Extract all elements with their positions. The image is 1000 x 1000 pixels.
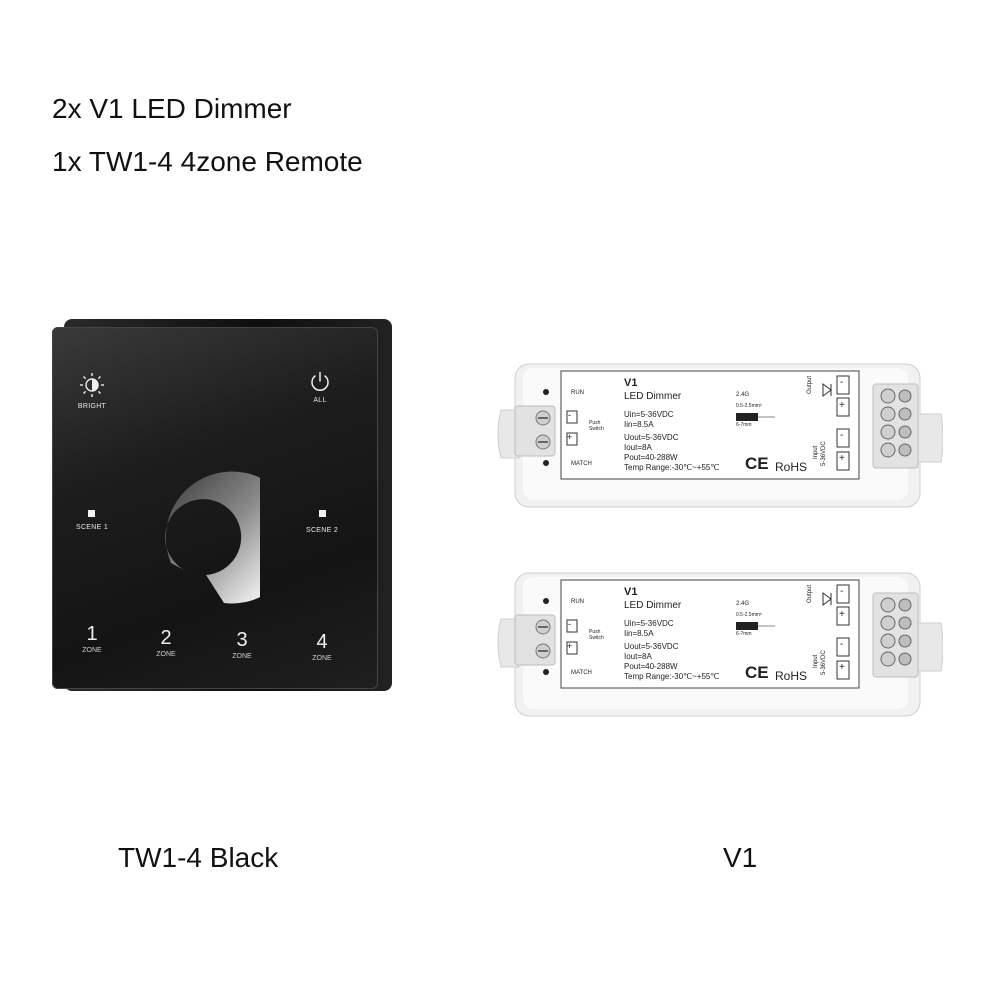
iin-spec: Iin=8.5A: [624, 420, 654, 429]
tw1-4-remote-panel: BRIGHT ALL SCENE 1 SCENE 2 1 ZONE 2: [52, 319, 392, 691]
push-plus-label: +: [567, 641, 573, 651]
bright-label: BRIGHT: [77, 403, 107, 410]
input-voltage-label: 5-36VDC: [821, 650, 827, 675]
rohs-mark: RoHS: [775, 460, 808, 474]
push-plus-label: +: [567, 432, 573, 442]
module-housing: [497, 572, 943, 717]
scene1-label[interactable]: SCENE 1: [75, 524, 109, 531]
module-name: LED Dimmer: [624, 391, 682, 402]
remote-caption: TW1-4 Black: [118, 842, 279, 873]
zone-3-number[interactable]: 3: [236, 629, 248, 651]
uout-spec: Uout=5-36VDC: [624, 433, 679, 442]
input-minus-label: -: [840, 430, 844, 441]
zone-2-number[interactable]: 2: [160, 627, 172, 649]
input-label: Input: [813, 445, 819, 459]
input-label: Input: [813, 654, 819, 668]
uout-spec: Uout=5-36VDC: [624, 642, 679, 651]
output-plus-label: +: [839, 609, 845, 620]
v1-dimmer-module: V1 LED Dimmer RUN MATCH Push Switch Uin=…: [493, 358, 943, 518]
run-label: RUN: [571, 390, 584, 396]
module-caption: V1: [723, 842, 758, 873]
power-icon: [311, 371, 329, 391]
iout-spec: Iout=8A: [624, 443, 652, 452]
strip-length-label: 6-7mm: [736, 422, 752, 428]
panel-face: BRIGHT ALL SCENE 1 SCENE 2 1 ZONE 2: [52, 327, 378, 689]
zone-4-number[interactable]: 4: [316, 631, 328, 653]
frequency-label: 2.4G: [736, 392, 750, 398]
wire-gauge-label: 0.5-2.5mm²: [736, 403, 762, 409]
module-model: V1: [624, 586, 638, 598]
module-housing: [497, 363, 943, 508]
uin-spec: Uin=5-36VDC: [624, 410, 674, 419]
module-model: V1: [624, 377, 638, 389]
pout-spec: Pout=40-288W: [624, 662, 678, 671]
temp-range-spec: Temp Range:-30℃~+55℃: [624, 463, 720, 472]
output-plus-label: +: [839, 400, 845, 411]
scene2-dot-icon: [319, 510, 326, 517]
push-minus-label: -: [568, 410, 571, 420]
input-minus-label: -: [840, 639, 844, 650]
headline-remote-count: 1x TW1-4 4zone Remote: [52, 146, 363, 177]
module-name: LED Dimmer: [624, 600, 682, 611]
ce-mark: CE: [745, 454, 769, 473]
frequency-label: 2.4G: [736, 601, 750, 607]
zone-3-label: ZONE: [232, 653, 252, 660]
wire-gauge-label: 0.5-2.5mm²: [736, 612, 762, 618]
sun-brightness-icon: [80, 373, 104, 397]
ce-mark: CE: [745, 663, 769, 682]
zone-1-number[interactable]: 1: [86, 623, 98, 645]
input-voltage-label: 5-36VDC: [821, 441, 827, 466]
color-wheel-ring-icon[interactable]: [120, 433, 260, 623]
v1-dimmer-module: V1 LED Dimmer RUN MATCH Push Switch Uin=…: [493, 567, 943, 727]
uin-spec: Uin=5-36VDC: [624, 619, 674, 628]
strip-length-label: 6-7mm: [736, 631, 752, 637]
iin-spec: Iin=8.5A: [624, 629, 654, 638]
input-plus-label: +: [839, 453, 845, 464]
push-switch-label: Push Switch: [589, 629, 604, 641]
headline-dimmer-count: 2x V1 LED Dimmer: [52, 93, 292, 124]
input-plus-label: +: [839, 662, 845, 673]
output-minus-label: -: [840, 377, 844, 388]
zone-1-label: ZONE: [82, 647, 102, 654]
match-label: MATCH: [571, 670, 592, 676]
match-label: MATCH: [571, 461, 592, 467]
zone-4-label: ZONE: [312, 655, 332, 662]
output-minus-label: -: [840, 586, 844, 597]
zone-2-label: ZONE: [156, 651, 176, 658]
output-label: Output: [807, 584, 813, 603]
output-label: Output: [807, 375, 813, 394]
push-minus-label: -: [568, 619, 571, 629]
push-switch-label: Push Switch: [589, 420, 604, 432]
scene2-label[interactable]: SCENE 2: [305, 527, 339, 534]
pout-spec: Pout=40-288W: [624, 453, 678, 462]
temp-range-spec: Temp Range:-30℃~+55℃: [624, 672, 720, 681]
run-label: RUN: [571, 599, 584, 605]
scene1-dot-icon: [88, 510, 95, 517]
all-label: ALL: [313, 397, 327, 404]
iout-spec: Iout=8A: [624, 652, 652, 661]
rohs-mark: RoHS: [775, 669, 808, 683]
